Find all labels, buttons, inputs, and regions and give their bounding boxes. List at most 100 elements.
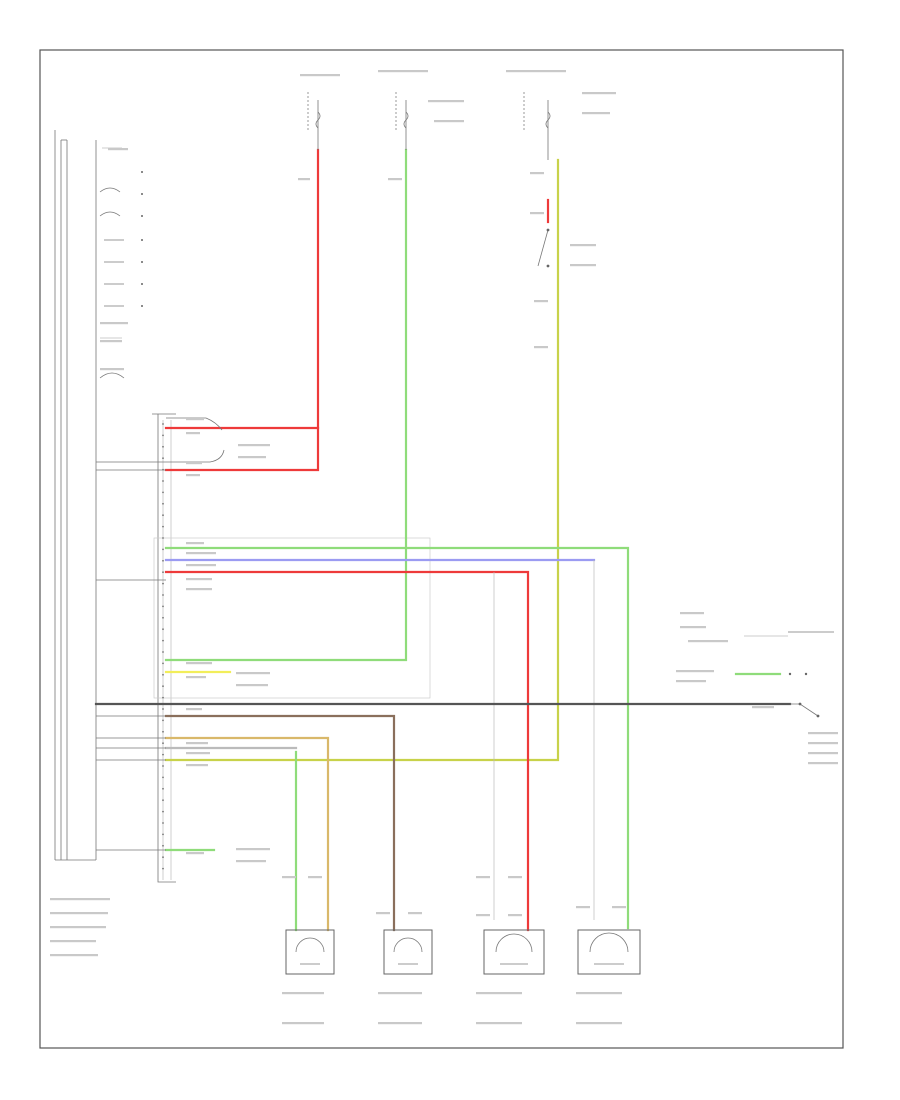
tan-wire — [164, 736, 330, 932]
illegible-label-mark — [50, 926, 106, 929]
illegible-label-mark — [186, 564, 216, 567]
illegible-label-mark — [680, 626, 706, 629]
illegible-label-mark — [434, 120, 464, 123]
sensor-left-front — [383, 929, 433, 975]
illegible-label-mark — [298, 178, 310, 181]
illegible-label-mark — [508, 914, 522, 917]
illegible-label-mark — [186, 578, 212, 581]
green-sensor-wire — [164, 546, 630, 930]
illegible-label-mark — [388, 178, 402, 181]
illegible-label-mark — [508, 876, 522, 879]
illegible-label-mark — [186, 588, 212, 591]
illegible-label-mark — [108, 148, 128, 151]
wheel-speed-sensors — [285, 929, 641, 975]
illegible-label-mark — [570, 264, 596, 267]
diagram-border — [39, 49, 844, 1049]
connector-pin — [162, 742, 164, 745]
red-sensor-wire — [164, 570, 530, 932]
connector-pin — [162, 822, 164, 824]
connector-pin — [162, 696, 164, 699]
illegible-label-mark — [186, 474, 200, 477]
illegible-label-mark — [238, 444, 270, 447]
illegible-label-mark — [808, 762, 838, 765]
connector-pin — [162, 799, 164, 802]
brown-wire — [164, 714, 396, 932]
connector-pin — [162, 582, 164, 585]
illegible-label-mark — [282, 1022, 324, 1025]
illegible-label-mark — [50, 954, 98, 957]
connector-block — [152, 413, 431, 883]
illegible-label-mark — [186, 462, 202, 465]
illegible-label-mark — [378, 992, 422, 995]
right-switch-area — [734, 631, 834, 718]
connector-pin — [162, 616, 164, 619]
illegible-label-mark — [576, 992, 622, 995]
connector-pin — [162, 673, 164, 676]
illegible-label-mark — [378, 1022, 422, 1025]
illegible-label-mark — [376, 912, 390, 915]
connector-pin — [162, 445, 164, 448]
illegible-label-mark — [688, 640, 728, 643]
connector-pin — [162, 765, 164, 767]
illegible-label-mark — [808, 752, 838, 755]
connector-pin — [162, 628, 164, 631]
illegible-label-mark — [50, 898, 110, 901]
illegible-label-mark — [506, 70, 566, 73]
connector-pin — [162, 787, 164, 790]
connector-pin — [162, 480, 164, 482]
illegible-label-mark — [534, 300, 548, 303]
connector-pin — [162, 548, 164, 551]
illegible-label-mark — [808, 742, 838, 745]
illegible-label-mark — [576, 1022, 622, 1025]
illegible-label-mark — [582, 112, 610, 115]
illegible-label-mark — [186, 742, 208, 745]
illegible-label-mark — [680, 612, 704, 615]
connector-pin — [162, 457, 164, 460]
connector-pin — [162, 753, 164, 756]
illegible-label-mark — [408, 912, 422, 915]
illegible-label-mark — [676, 680, 706, 683]
illegible-label-mark — [476, 914, 490, 917]
connector-pin — [162, 594, 164, 596]
connector-pin — [162, 719, 164, 722]
connector-pin — [162, 844, 164, 847]
illegible-label-mark — [530, 172, 544, 175]
connector-pin — [162, 651, 164, 653]
illegible-label-mark — [50, 940, 96, 943]
illegible-label-mark — [50, 912, 108, 915]
illegible-label-mark — [612, 906, 626, 909]
illegible-label-mark — [428, 100, 464, 103]
connector-pin — [162, 685, 164, 688]
illegible-label-mark — [186, 852, 204, 855]
illegible-label-mark — [530, 212, 544, 215]
illegible-label-mark — [186, 418, 204, 421]
connector-pin — [162, 856, 164, 859]
illegible-label-mark — [808, 732, 838, 735]
connector-pin — [162, 810, 164, 813]
red-wire — [164, 148, 320, 430]
yellow-green-wire — [164, 158, 560, 762]
green-wire-top — [164, 148, 408, 662]
illegible-label-mark — [300, 74, 340, 77]
illegible-label-mark — [186, 676, 206, 679]
top-fuses — [307, 92, 551, 268]
illegible-label-mark — [576, 906, 590, 909]
connector-pin — [162, 776, 164, 779]
illegible-label-mark — [186, 552, 216, 555]
connector-pin — [162, 491, 164, 494]
illegible-label-mark — [752, 706, 774, 709]
diagram-labels — [50, 70, 838, 1025]
control-module — [54, 130, 143, 861]
connector-pin — [162, 423, 164, 425]
connector-pin — [162, 639, 164, 642]
illegible-label-mark — [100, 368, 124, 371]
illegible-label-mark — [236, 848, 270, 851]
connector-pin — [162, 434, 164, 437]
illegible-label-mark — [100, 340, 122, 343]
illegible-label-mark — [570, 244, 596, 247]
illegible-label-mark — [100, 322, 128, 325]
illegible-label-mark — [378, 70, 428, 73]
sensor-left-rear — [577, 929, 641, 975]
illegible-label-mark — [476, 992, 522, 995]
